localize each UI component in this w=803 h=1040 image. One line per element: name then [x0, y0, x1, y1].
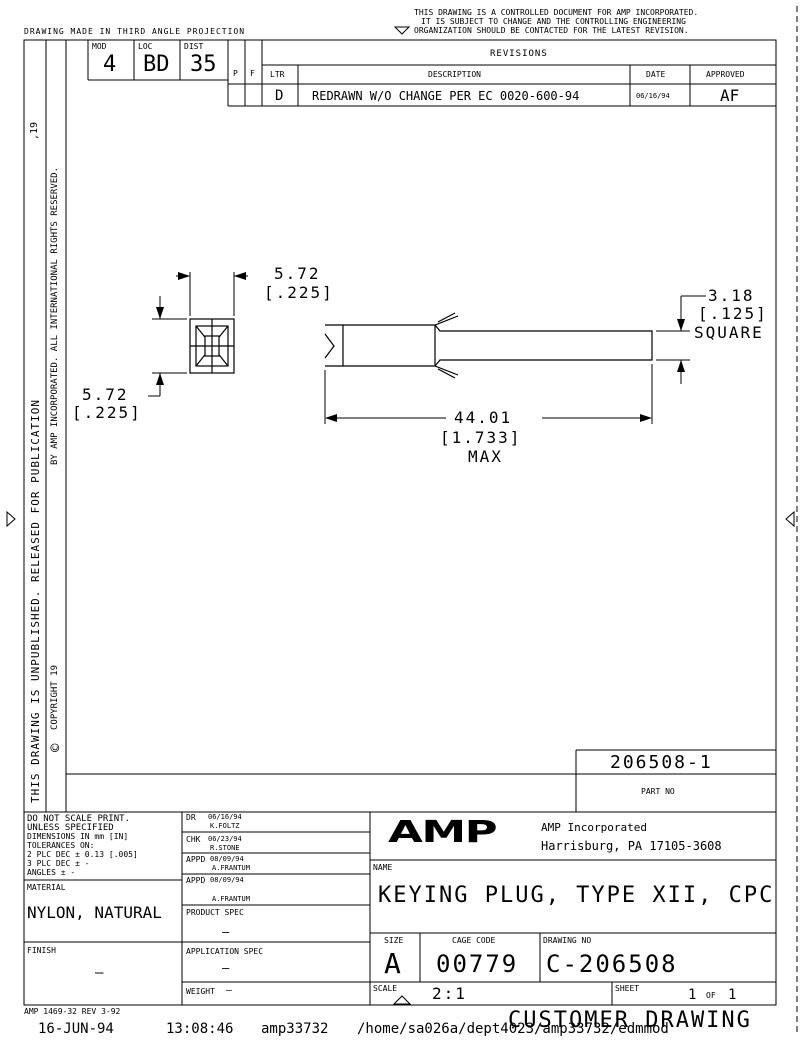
appd1-label: APPD	[186, 855, 206, 864]
chk-name: R.STONE	[210, 844, 240, 852]
side-view	[324, 312, 653, 379]
company-name: AMP Incorporated	[541, 821, 647, 834]
dist-value: 35	[190, 52, 217, 77]
weight-label: WEIGHT	[186, 987, 215, 996]
control-note-2: IT IS SUBJECT TO CHANGE AND THE CONTROLL…	[421, 17, 686, 26]
drawing-no-value: C-206508	[546, 950, 678, 978]
dr-label: DR	[186, 813, 196, 822]
sheet-total: 1	[728, 987, 737, 1003]
drawing-border	[23, 39, 777, 1006]
material-value: NYLON, NATURAL	[27, 903, 162, 922]
weight-value: –	[226, 985, 233, 996]
rev-header-date: DATE	[646, 70, 666, 79]
dist-label: DIST	[184, 42, 204, 51]
size-value: A	[384, 947, 401, 980]
loc-value: BD	[143, 52, 170, 77]
projection-note: DRAWING MADE IN THIRD ANGLE PROJECTION	[24, 27, 246, 36]
side-note-copyright: COPYRIGHT 19	[50, 664, 60, 730]
finish-value: –	[95, 965, 104, 981]
tol-line-4: TOLERANCES ON:	[27, 841, 95, 850]
cage-code-label: CAGE CODE	[452, 936, 496, 945]
sheet-value: 1	[688, 987, 697, 1003]
dim-height-in: [.225]	[72, 403, 142, 422]
appd2-date: 08/09/94	[210, 876, 244, 884]
tol-line-5: 2 PLC DEC ± 0.13 [.005]	[27, 850, 138, 859]
chk-label: CHK	[186, 835, 201, 844]
plot-path: /home/sa026a/dept4023/amp33732/edmmod	[357, 1021, 669, 1037]
rev-description: REDRAWN W/O CHANGE PER EC 0020-600-94	[312, 89, 580, 103]
side-note-unpublished: THIS DRAWING IS UNPUBLISHED. RELEASED FO…	[29, 399, 42, 803]
dim-length-note: MAX	[468, 447, 503, 466]
size-label: SIZE	[384, 936, 404, 945]
copyright-icon: ©	[48, 743, 64, 752]
product-spec-label: PRODUCT SPEC	[186, 908, 244, 917]
dim-width-in: [.225]	[264, 283, 334, 302]
part-number: 206508-1	[610, 752, 713, 773]
application-spec-value: –	[222, 961, 230, 975]
application-spec-label: APPLICATION SPEC	[186, 947, 264, 956]
tol-line-3: DIMENSIONS IN mm [IN]	[27, 832, 129, 841]
rev-header-description: DESCRIPTION	[428, 70, 481, 79]
drawing-no-label: DRAWING NO	[543, 936, 592, 945]
scale-label: SCALE	[373, 984, 398, 993]
tol-line-6: 3 PLC DEC ± -	[27, 859, 90, 868]
appd1-name: A.FRANTUM	[212, 864, 250, 872]
side-note-year: ,19	[29, 121, 40, 140]
control-note-1: THIS DRAWING IS A CONTROLLED DOCUMENT FO…	[414, 8, 699, 17]
plot-time: 13:08:46	[166, 1021, 234, 1037]
cage-code-value: 00779	[436, 950, 519, 978]
scale-value: 2:1	[432, 984, 467, 1003]
company-address: Harrisburg, PA 17105-3608	[541, 839, 722, 853]
f-label: F	[250, 69, 255, 78]
revisions-title: REVISIONS	[490, 49, 548, 59]
dim-square-in: [.125]	[698, 304, 768, 323]
material-label: MATERIAL	[27, 883, 66, 892]
dr-date: 06/16/94	[208, 813, 242, 821]
mod-value: 4	[103, 52, 117, 77]
dim-length-mm: 44.01	[454, 408, 513, 427]
loc-label: LOC	[138, 42, 153, 51]
end-view	[189, 318, 235, 374]
mod-label: MOD	[92, 42, 107, 51]
part-name: KEYING PLUG, TYPE XII, CPC	[378, 883, 775, 908]
rev-approved: AF	[720, 86, 740, 105]
dim-square-note: SQUARE	[694, 323, 764, 342]
plot-date: 16-JUN-94	[38, 1021, 114, 1037]
tol-line-2: UNLESS SPECIFIED	[27, 823, 114, 833]
side-note-rights: BY AMP INCORPORATED. ALL INTERNATIONAL R…	[50, 166, 60, 465]
finish-label: FINISH	[27, 946, 56, 955]
control-note-3: ORGANIZATION SHOULD BE CONTACTED FOR THE…	[414, 26, 689, 35]
name-label: NAME	[373, 863, 393, 872]
sheet-label: SHEET	[615, 984, 640, 993]
sheet-of: OF	[706, 991, 716, 1000]
chk-date: 06/23/94	[208, 835, 242, 843]
dr-name: K.FOLTZ	[210, 822, 240, 830]
tol-line-7: ANGLES ± -	[27, 868, 76, 877]
appd2-name: A.FRANTUM	[212, 895, 250, 903]
form-number: AMP 1469-32 REV 3-92	[24, 1007, 121, 1016]
plot-user: amp33732	[261, 1021, 329, 1037]
customer-drawing-stamp: CUSTOMER DRAWING	[508, 1008, 752, 1033]
appd2-label: APPD	[186, 876, 206, 885]
amp-logo: AMP	[388, 815, 498, 850]
rev-header-approved: APPROVED	[706, 70, 745, 79]
dim-length-in: [1.733]	[440, 428, 522, 447]
dim-height-mm: 5.72	[82, 385, 129, 404]
tol-line-1: DO NOT SCALE PRINT.	[27, 814, 130, 824]
dim-width-mm: 5.72	[274, 264, 321, 283]
p-label: P	[233, 69, 238, 78]
product-spec-value: –	[222, 925, 230, 939]
rev-date: 06/16/94	[636, 92, 670, 100]
rev-ltr: D	[275, 88, 284, 104]
appd1-date: 08/09/94	[210, 855, 244, 863]
dim-square-mm: 3.18	[708, 286, 755, 305]
part-number-label: PART NO	[641, 787, 675, 796]
rev-header-ltr: LTR	[270, 70, 285, 79]
